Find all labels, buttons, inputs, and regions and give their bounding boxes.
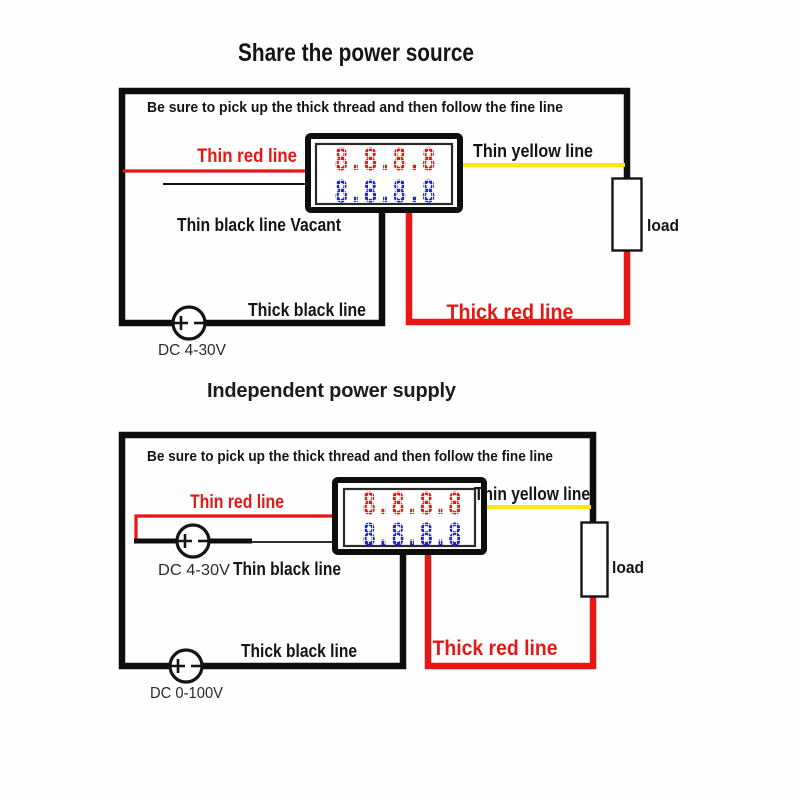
d1-load-resistor	[611, 177, 643, 252]
d2-thin-black-label: Thin black line	[233, 559, 341, 579]
d2-source-load-plus-icon	[171, 659, 185, 673]
diagram-independent-supply: Independent power supply load DC 4-30V D…	[118, 380, 644, 702]
d2-load-resistor	[580, 521, 609, 598]
d1-thick-black-wire-loop	[118, 87, 631, 327]
d2-source-meter-plus-icon	[178, 534, 192, 548]
d1-thin-red-label: Thin red line	[197, 146, 297, 167]
diagram1-title: Share the power source	[238, 39, 474, 67]
d2-thick-black-wire-loop	[118, 431, 597, 670]
d2-source-load-label: DC 0-100V	[150, 685, 223, 702]
diagram-shared-supply: Share the power source load DC 4-30V 8.8…	[118, 39, 679, 359]
d1-thin-yellow-label: Thin yellow line	[473, 141, 593, 161]
d2-load-label: load	[612, 558, 644, 577]
d2-meter-module: 8.8.8.8 8.8.8.8	[332, 477, 487, 555]
d1-thick-black-label: Thick black line	[248, 300, 366, 320]
d1-load-label: load	[647, 216, 679, 235]
d2-thin-red-label: Thin red line	[190, 492, 284, 513]
d2-thick-black-label: Thick black line	[241, 641, 357, 661]
d2-thick-red-label: Thick red line	[433, 637, 558, 660]
d1-thick-red-label: Thick red line	[447, 301, 574, 324]
d2-thin-red-wire	[134, 514, 336, 540]
d1-thin-black-vacant-label: Thin black line Vacant	[177, 215, 341, 235]
d2-dot-matrix-overlay	[346, 491, 473, 544]
d1-thick-red-wire	[405, 211, 631, 326]
d2-note: Be sure to pick up the thick thread and …	[147, 448, 553, 465]
d2-source-meter-label: DC 4-30V	[158, 562, 230, 579]
d1-source-label: DC 4-30V	[158, 342, 226, 359]
d1-note: Be sure to pick up the thick thread and …	[147, 99, 563, 116]
d1-meter-module: 8.8.8.8 8.8.8.8	[305, 133, 463, 213]
d2-thick-red-wire	[424, 551, 597, 670]
diagram2-title: Independent power supply	[207, 380, 457, 402]
d2-thin-yellow-label: Thin yellow line	[474, 484, 590, 504]
d1-dot-matrix-overlay	[318, 146, 450, 202]
d1-source-plus-icon	[174, 316, 188, 330]
